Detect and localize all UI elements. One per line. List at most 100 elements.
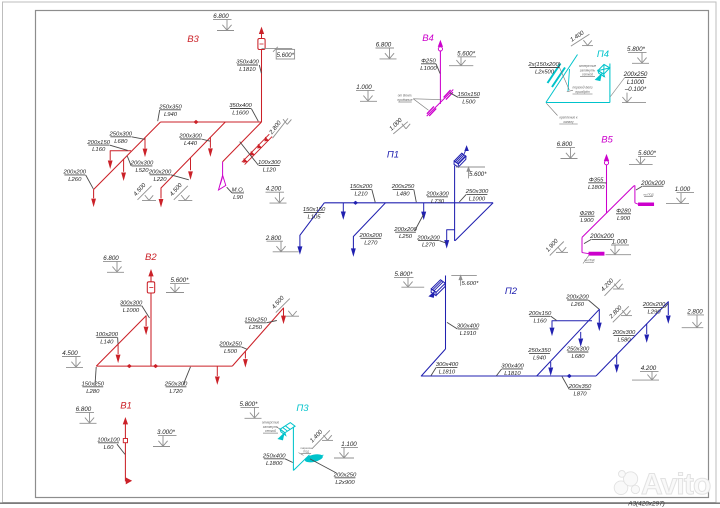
svg-text:L280: L280 (86, 389, 100, 395)
svg-text:затянуть: затянуть (262, 425, 279, 429)
svg-text:Ф280: Ф280 (580, 211, 595, 217)
svg-text:150x150: 150x150 (457, 92, 480, 98)
svg-text:L1800: L1800 (266, 461, 283, 467)
svg-text:5.600*: 5.600* (462, 281, 480, 287)
svg-text:4.200: 4.200 (266, 186, 282, 193)
svg-text:200x200: 200x200 (640, 180, 665, 187)
svg-text:L500: L500 (462, 99, 476, 105)
svg-text:200x300: 200x300 (425, 192, 449, 198)
svg-text:L290: L290 (647, 309, 661, 315)
svg-text:300x400: 300x400 (436, 362, 459, 368)
svg-text:150x250: 150x250 (244, 318, 267, 324)
svg-text:В5: В5 (601, 135, 613, 146)
svg-text:200x200: 200x200 (565, 295, 589, 301)
svg-text:5.800*: 5.800* (627, 46, 645, 53)
svg-text:3.000*: 3.000* (157, 429, 175, 436)
svg-text:300x400: 300x400 (501, 364, 524, 370)
svg-text:П3: П3 (296, 403, 309, 414)
svg-text:1.000: 1.000 (356, 84, 372, 91)
svg-text:100x100: 100x100 (97, 438, 120, 444)
svg-text:В2: В2 (145, 252, 157, 263)
svg-text:L2x900: L2x900 (335, 480, 355, 486)
svg-text:переход Белз: переход Белз (573, 86, 593, 90)
svg-text:М.О.: М.О. (232, 188, 245, 194)
svg-text:каналу: каналу (563, 120, 574, 124)
svg-text:отверстие: отверстие (262, 421, 280, 425)
svg-text:5.600*: 5.600* (638, 150, 656, 157)
svg-text:П2: П2 (505, 286, 518, 297)
svg-text:200x250: 200x250 (333, 473, 357, 479)
svg-text:250x300: 250x300 (108, 132, 132, 138)
svg-text:L580: L580 (617, 337, 631, 343)
svg-text:L120: L120 (263, 167, 277, 173)
svg-text:200x200: 200x200 (393, 227, 417, 233)
svg-text:L160: L160 (533, 318, 547, 324)
svg-text:тарелка: тарелка (300, 446, 312, 450)
svg-text:5.600*: 5.600* (277, 53, 295, 59)
svg-text:200x200: 200x200 (642, 302, 666, 308)
svg-text:200x200: 200x200 (589, 233, 614, 240)
svg-text:200x150: 200x150 (86, 140, 110, 146)
svg-text:затянуть: затянуть (579, 68, 596, 72)
svg-text:6.800: 6.800 (376, 41, 392, 48)
svg-text:П4: П4 (597, 49, 609, 60)
svg-text:200x200: 200x200 (148, 170, 172, 176)
svg-text:250x350: 250x350 (527, 348, 551, 354)
svg-text:L1800: L1800 (588, 185, 605, 191)
svg-text:L720: L720 (169, 389, 183, 395)
svg-text:250x300: 250x300 (566, 347, 590, 353)
svg-text:L160: L160 (92, 147, 106, 153)
svg-text:2.800: 2.800 (686, 309, 703, 316)
svg-text:250x300: 250x300 (164, 382, 188, 388)
svg-text:200x250: 200x250 (218, 342, 242, 348)
svg-text:L900: L900 (617, 216, 631, 222)
svg-text:L2x500: L2x500 (535, 70, 555, 76)
svg-text:L1910: L1910 (460, 331, 477, 337)
svg-text:Ф355: Ф355 (589, 178, 604, 184)
svg-text:350x400: 350x400 (229, 103, 252, 109)
svg-text:L140: L140 (100, 339, 114, 345)
svg-text:Avito: Avito (641, 468, 711, 501)
svg-text:5.800*: 5.800* (240, 401, 258, 408)
svg-text:L60: L60 (104, 445, 115, 451)
svg-text:1.100: 1.100 (341, 441, 357, 448)
svg-text:–0.100*: –0.100* (624, 86, 647, 93)
svg-text:L900: L900 (580, 218, 594, 224)
svg-text:на ПОД: на ПОД (585, 258, 595, 262)
svg-text:200x200: 200x200 (416, 235, 440, 241)
svg-text:L250: L250 (249, 325, 263, 331)
svg-text:L220: L220 (153, 177, 167, 183)
svg-text:L480: L480 (396, 191, 410, 197)
svg-text:крепление к: крепление к (559, 116, 578, 120)
svg-text:200x250: 200x250 (391, 184, 415, 190)
svg-text:6.800: 6.800 (557, 141, 573, 148)
svg-text:300x400: 300x400 (457, 324, 480, 330)
svg-text:250x350: 250x350 (158, 105, 182, 111)
svg-text:2x(150x200): 2x(150x200) (527, 62, 560, 68)
svg-text:L1600: L1600 (232, 111, 249, 117)
svg-text:L1000: L1000 (420, 66, 437, 72)
svg-text:200x300: 200x300 (178, 134, 202, 140)
svg-text:L210: L210 (354, 191, 368, 197)
svg-text:200x150: 200x150 (528, 311, 552, 317)
svg-text:от Вент.: от Вент. (398, 94, 413, 98)
svg-text:1.000: 1.000 (612, 239, 628, 246)
svg-text:В4: В4 (422, 33, 434, 44)
svg-text:В1: В1 (120, 401, 132, 412)
svg-text:100x200: 100x200 (95, 332, 118, 338)
svg-text:сеткой: сеткой (265, 429, 276, 433)
svg-text:150x150: 150x150 (303, 207, 326, 213)
svg-text:L520: L520 (135, 168, 149, 174)
svg-text:250x400: 250x400 (262, 454, 286, 460)
svg-text:L105: L105 (307, 214, 321, 220)
svg-text:5.600*: 5.600* (469, 172, 487, 178)
svg-text:L1000: L1000 (627, 79, 645, 86)
svg-text:Ф250: Ф250 (421, 59, 436, 65)
svg-text:L680: L680 (114, 139, 128, 145)
svg-text:1.000: 1.000 (675, 186, 691, 193)
svg-text:отверстие: отверстие (579, 64, 597, 68)
svg-text:L260: L260 (571, 302, 585, 308)
svg-text:200x300: 200x300 (612, 330, 636, 336)
svg-text:L870: L870 (573, 391, 587, 397)
svg-text:6.800: 6.800 (213, 13, 229, 20)
